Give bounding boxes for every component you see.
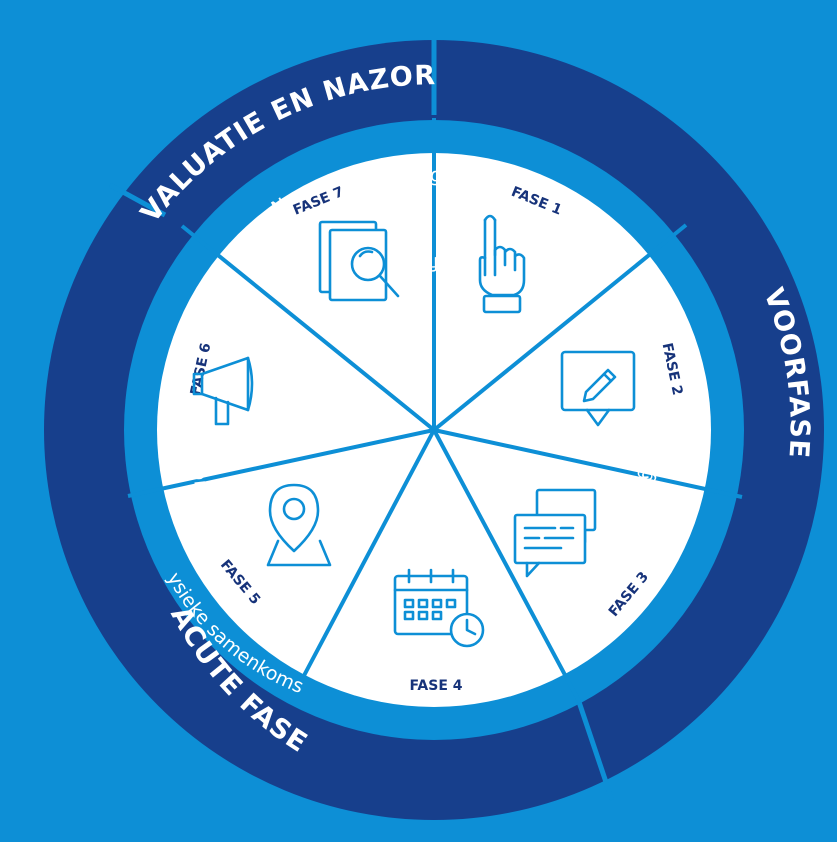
outer-ring-divider [108, 182, 167, 218]
edit-message-icon [560, 350, 636, 427]
megaphone-icon [192, 356, 254, 426]
phase-label-4: FASE 4 [409, 678, 462, 694]
map-pin-icon [266, 483, 332, 567]
calendar-clock-icon [393, 568, 485, 648]
document-search-icon [318, 220, 400, 302]
pointing-hand-icon [478, 214, 526, 314]
wheel-spokes [127, 118, 743, 704]
outer-ring-divider [572, 689, 615, 801]
chat-bubbles-icon [513, 488, 597, 578]
